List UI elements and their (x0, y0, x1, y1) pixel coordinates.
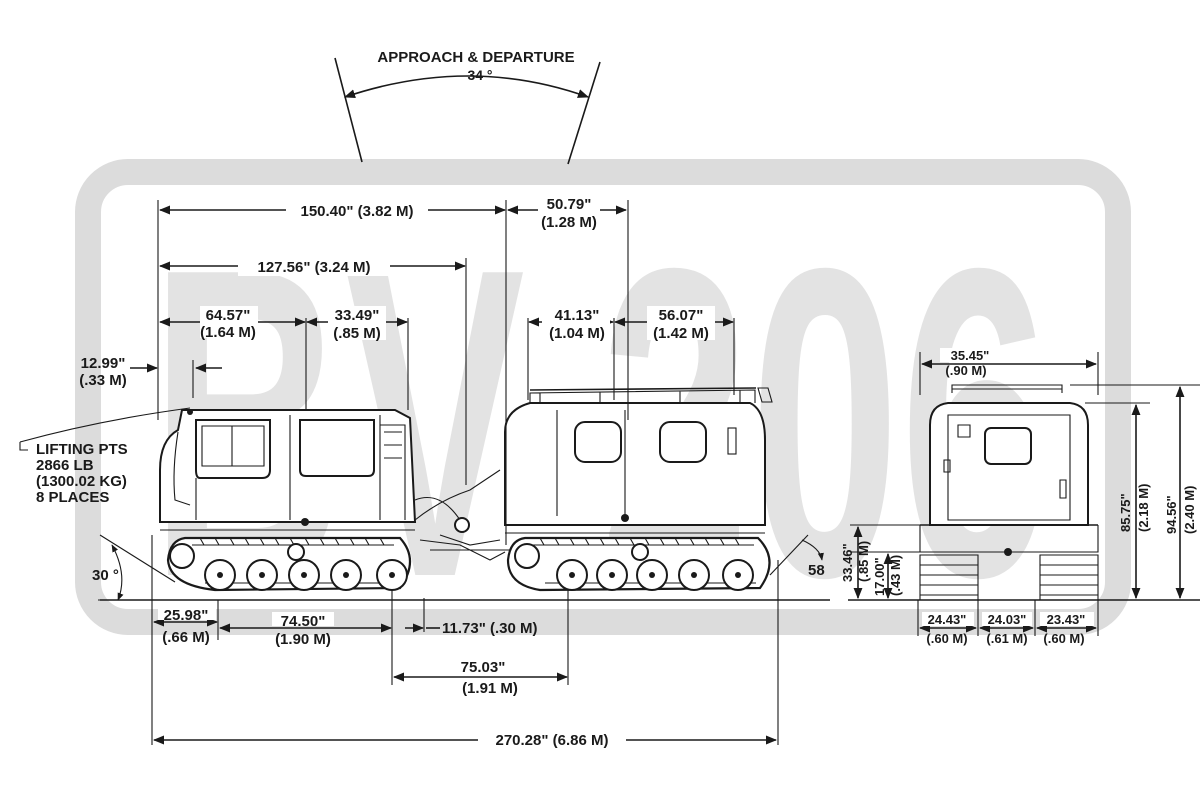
dim-33-in-label: 33.49" (335, 307, 380, 324)
dim-150-label: 150.40" (3.82 M) (300, 203, 413, 220)
end-w35-m-label: (.90 M) (945, 363, 986, 378)
dim-25-in-label: 25.98" (164, 607, 209, 624)
approach-departure-angle: APPROACH & DEPARTURE 34 ° (334, 49, 601, 165)
dim-33-m-label: (.85 M) (333, 325, 381, 342)
dim-41-m-label: (1.04 M) (549, 325, 605, 342)
end-h85-in-label: 85.75" (1118, 493, 1133, 532)
dim-11-label: 11.73" (.30 M) (442, 620, 538, 637)
approach-departure-value: 34 ° (467, 67, 492, 83)
end-w24a-m-label: (.60 M) (926, 631, 967, 646)
end-h94-in-label: 94.56" (1164, 495, 1179, 534)
rear-car (504, 387, 773, 592)
dim-270-label: 270.28" (6.86 M) (495, 732, 608, 749)
end-view-dimensions: 35.45" (.90 M) 33.46" (.85 M) 17.00" (.4… (840, 348, 1200, 646)
dim-75-m-label: (1.91 M) (462, 680, 518, 697)
end-h33-m-label: (.85 M) (856, 541, 871, 582)
lifting-line4: 8 PLACES (36, 489, 109, 506)
approach-departure-title: APPROACH & DEPARTURE (377, 49, 574, 66)
end-h94-m-label: (2.40 M) (1182, 486, 1197, 534)
lifting-line1: LIFTING PTS (36, 441, 128, 458)
end-h17-in-label: 17.00" (872, 557, 887, 596)
dim-64-in-label: 64.57" (206, 307, 251, 324)
dim-56-in-label: 56.07" (659, 307, 704, 324)
rear-slope-label: 58 (808, 562, 825, 579)
side-dimensions: 150.40" (3.82 M) 50.79" (1.28 M) 127.56"… (79, 195, 779, 750)
end-w23-m-label: (.60 M) (1043, 631, 1084, 646)
end-h17-m-label: (.43 M) (888, 555, 903, 596)
end-w24a-in-label: 24.43" (928, 612, 967, 627)
dim-75-in-label: 75.03" (461, 659, 506, 676)
dim-12-in-label: 12.99" (81, 355, 126, 372)
dim-74-m-label: (1.90 M) (275, 631, 331, 648)
end-view-vehicle (848, 384, 1200, 601)
dim-127-label: 127.56" (3.24 M) (257, 259, 370, 276)
front-slope-label: 30 ° (92, 567, 119, 584)
dim-12-m-label: (.33 M) (79, 372, 127, 389)
lifting-line2: 2866 LB (36, 457, 94, 474)
end-w24b-m-label: (.61 M) (986, 631, 1027, 646)
end-w23-in-label: 23.43" (1047, 612, 1086, 627)
slope-angles: 30 ° 58 (92, 534, 825, 601)
front-car (159, 409, 417, 592)
end-w24b-in-label: 24.03" (988, 612, 1027, 627)
dim-41-in-label: 41.13" (555, 307, 600, 324)
dim-64-m-label: (1.64 M) (200, 324, 256, 341)
lifting-line3: (1300.02 KG) (36, 473, 127, 490)
lifting-points-note: LIFTING PTS 2866 LB (1300.02 KG) 8 PLACE… (19, 407, 191, 506)
end-h85-m-label: (2.18 M) (1136, 484, 1151, 532)
dim-56-m-label: (1.42 M) (653, 325, 709, 342)
articulation-joint (414, 469, 510, 561)
dim-50-m-label: (1.28 M) (541, 214, 597, 231)
dim-25-m-label: (.66 M) (162, 629, 210, 646)
end-h33-in-label: 33.46" (840, 543, 855, 582)
end-w35-in-label: 35.45" (951, 348, 990, 363)
dim-74-in-label: 74.50" (281, 613, 326, 630)
dim-50-in-label: 50.79" (547, 196, 592, 213)
